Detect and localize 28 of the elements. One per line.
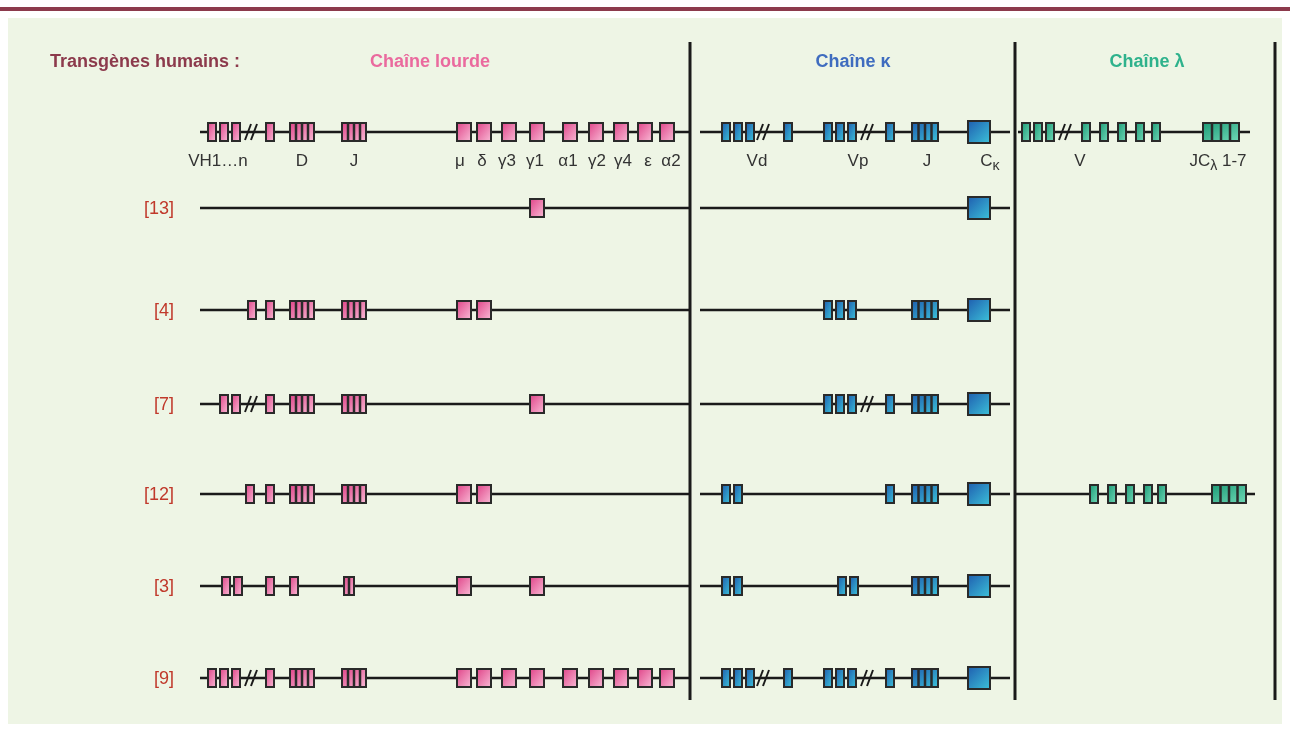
gene-segment-label: γ2 [588, 152, 606, 169]
gene-segment-label: α2 [661, 152, 681, 169]
gene-segment-label: Vd [746, 152, 768, 169]
reference-label: [12] [143, 485, 174, 503]
gene-segment-label: VH1…n [188, 152, 248, 169]
gene-segment-label: γ3 [498, 152, 516, 169]
gene-segment-label: J [349, 152, 359, 169]
reference-label: [7] [154, 395, 174, 413]
gene-segment-label: C$_{κ}$ [980, 152, 1000, 173]
gene-segment-label: JC$_{λ}$ 1-7 [1189, 152, 1247, 173]
gene-segment-label: γ4 [614, 152, 632, 169]
gene-segment-label: J [922, 152, 932, 169]
column-heading: Chaîne κ [815, 52, 891, 70]
reference-label: [13] [143, 199, 174, 217]
reference-label: [9] [154, 669, 174, 687]
gene-segment-label: D [295, 152, 309, 169]
gene-segment-label: δ [477, 152, 487, 169]
column-heading: Chaîne λ [1109, 52, 1185, 70]
column-heading: Chaîne lourde [370, 52, 490, 70]
gene-segment-label: α1 [558, 152, 578, 169]
gene-segment-label: V [1074, 152, 1086, 169]
gene-segment-label: Vp [847, 152, 869, 169]
gene-segment-label: γ1 [526, 152, 544, 169]
gene-segment-label: μ [455, 152, 465, 169]
gene-segment-label: ε [644, 152, 652, 169]
reference-label: [4] [154, 301, 174, 319]
heading: Transgènes humains : [50, 52, 241, 70]
reference-label: [3] [154, 577, 174, 595]
